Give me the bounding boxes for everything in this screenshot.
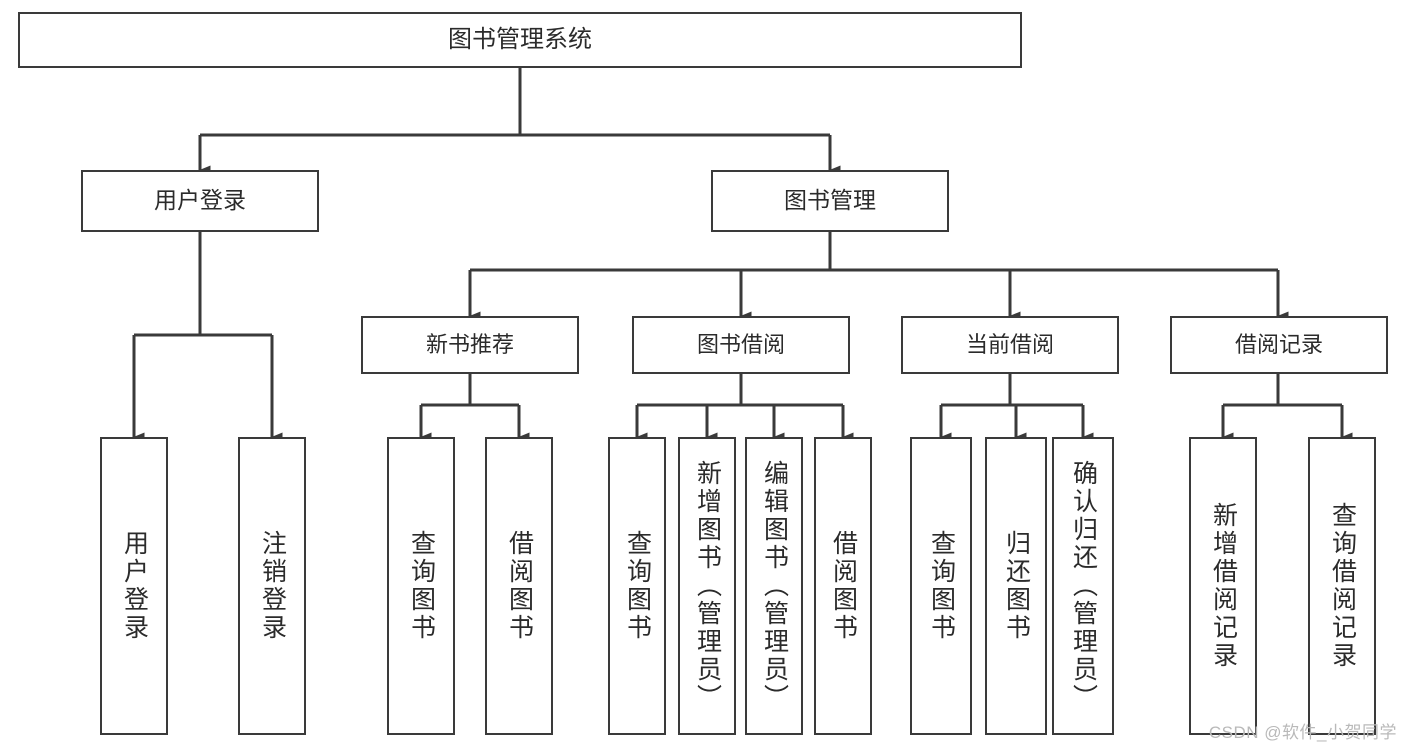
node-root-图书管理系统[interactable]: 图书管理系统 [18, 12, 1022, 68]
node-l3-新书推荐-0[interactable]: 新书推荐 [361, 316, 579, 374]
node-l2-用户登录-0[interactable]: 用户登录 [81, 170, 319, 232]
node-leaf-查询图书-2[interactable]: 查询图书 [387, 437, 455, 735]
node-leaf-查询借阅记录-12[interactable]: 查询借阅记录 [1308, 437, 1376, 735]
node-leaf-查询图书-4[interactable]: 查询图书 [608, 437, 666, 735]
node-leaf-查询图书-8[interactable]: 查询图书 [910, 437, 972, 735]
node-label: 用户登录 [154, 187, 246, 214]
node-label: 注销登录 [258, 530, 287, 642]
node-label: 当前借阅 [965, 332, 1054, 358]
node-label: 图书管理系统 [448, 25, 592, 53]
node-l3-当前借阅-2[interactable]: 当前借阅 [901, 316, 1119, 374]
node-label: 查询图书 [623, 530, 652, 642]
node-label: 归还图书 [1002, 530, 1031, 642]
node-label: 借阅图书 [505, 530, 534, 642]
node-label: 查询图书 [407, 530, 436, 642]
node-leaf-归还图书-9[interactable]: 归还图书 [985, 437, 1047, 735]
node-label: 查询图书 [927, 530, 956, 642]
node-label: 编辑图书（管理员） [760, 460, 789, 712]
node-label: 图书借阅 [696, 332, 785, 358]
node-leaf-确认归还管理员-10[interactable]: 确认归还（管理员） [1052, 437, 1114, 735]
connector-lines [132, 68, 1353, 442]
node-leaf-新增借阅记录-11[interactable]: 新增借阅记录 [1189, 437, 1257, 735]
node-l3-图书借阅-1[interactable]: 图书借阅 [632, 316, 850, 374]
node-leaf-借阅图书-7[interactable]: 借阅图书 [814, 437, 872, 735]
node-l2-图书管理-1[interactable]: 图书管理 [711, 170, 949, 232]
node-label: 新书推荐 [425, 332, 514, 358]
node-label: 图书管理 [784, 187, 876, 214]
node-label: 新增图书（管理员） [693, 460, 722, 712]
node-label: 查询借阅记录 [1328, 502, 1357, 670]
node-leaf-新增图书管理员-5[interactable]: 新增图书（管理员） [678, 437, 736, 735]
node-label: 新增借阅记录 [1209, 502, 1238, 670]
node-leaf-注销登录-1[interactable]: 注销登录 [238, 437, 306, 735]
node-l3-借阅记录-3[interactable]: 借阅记录 [1170, 316, 1388, 374]
node-leaf-用户登录-0[interactable]: 用户登录 [100, 437, 168, 735]
node-leaf-借阅图书-3[interactable]: 借阅图书 [485, 437, 553, 735]
node-label: 借阅图书 [829, 530, 858, 642]
node-label: 借阅记录 [1234, 332, 1323, 358]
node-label: 用户登录 [120, 530, 149, 642]
node-leaf-编辑图书管理员-6[interactable]: 编辑图书（管理员） [745, 437, 803, 735]
node-label: 确认归还（管理员） [1069, 460, 1098, 712]
